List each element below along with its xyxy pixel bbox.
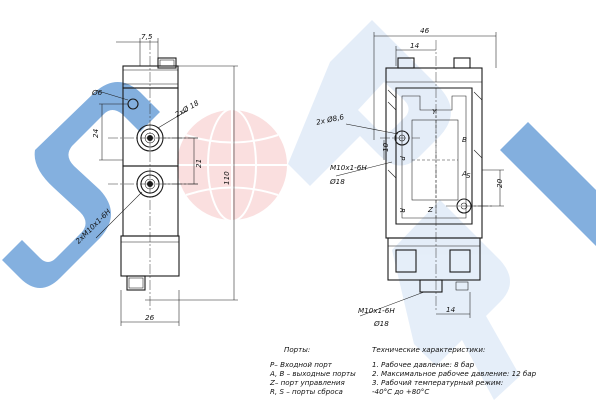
watermark-logo <box>2 20 596 400</box>
watermark-letter-p <box>288 20 451 186</box>
dim-width-26: 26 <box>145 313 155 322</box>
dim-dia-18-mid: Ø18 <box>329 177 345 186</box>
port-label-y: Y <box>432 107 437 116</box>
hatch-region <box>387 89 483 179</box>
watermark-letter-r <box>392 200 520 400</box>
watermark-letter-s <box>2 82 160 288</box>
dim-width-14-top: 14 <box>410 41 420 50</box>
dim-spacing-21: 21 <box>194 159 203 168</box>
dim-hole-dia: Ø6 <box>91 88 103 97</box>
dim-height-110: 110 <box>222 171 231 185</box>
dim-thread-mid: M10x1-6H <box>330 163 367 172</box>
watermark-letter-l <box>500 122 596 246</box>
watermark-globe-icon <box>175 108 289 222</box>
dim-width-14-bottom: 14 <box>446 305 456 314</box>
port-label-a: A <box>461 169 467 178</box>
dim-thread-bottom: M10x1-6H <box>358 306 395 315</box>
port-label-s: S <box>466 171 471 180</box>
port-label-p: P <box>398 156 407 161</box>
port-label-z: Z <box>427 205 434 214</box>
dim-width-46: 46 <box>420 26 430 35</box>
dim-spacing-24: 24 <box>91 128 100 138</box>
dim-dia-18-bottom: Ø18 <box>373 319 389 328</box>
dim-10: 10 <box>381 142 390 152</box>
dim-20: 20 <box>495 178 504 188</box>
upper-port <box>136 124 164 152</box>
lower-port <box>136 170 164 198</box>
port-label-r: R <box>398 208 407 213</box>
dim-top-width: 7,5 <box>141 32 153 41</box>
port-label-b: B <box>462 135 467 144</box>
